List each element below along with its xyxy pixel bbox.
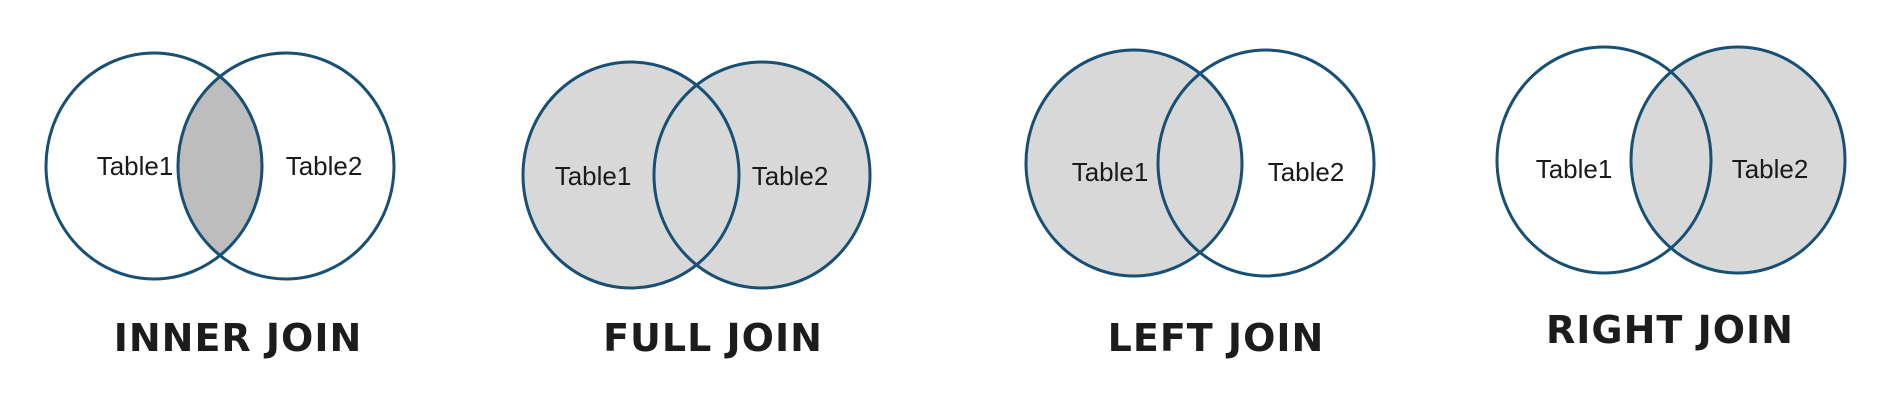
table1-circle [44, 51, 264, 281]
table2-circle [1629, 45, 1847, 275]
inner-join-diagram: Table1 Table2 INNER JOIN [44, 51, 396, 360]
join-title: INNER JOIN [114, 316, 363, 360]
table1-circle [1024, 48, 1244, 278]
table2-circle [176, 51, 396, 281]
table1-circle [521, 60, 741, 290]
join-title: FULL JOIN [603, 316, 823, 360]
table2-circle [1156, 48, 1376, 278]
table1-circle [1495, 45, 1713, 275]
join-title: RIGHT JOIN [1546, 308, 1794, 352]
table2-label: Table2 [286, 151, 363, 181]
table1-label: Table1 [1536, 154, 1613, 184]
table2-circle [652, 60, 872, 290]
table1-label: Table1 [1072, 157, 1149, 187]
right-join-diagram: Table1 Table2 RIGHT JOIN [1495, 45, 1847, 352]
table1-label: Table1 [97, 151, 174, 181]
join-title: LEFT JOIN [1108, 316, 1325, 360]
intersection-fill [1631, 47, 1711, 273]
left-join-diagram: Table1 Table2 LEFT JOIN [1024, 48, 1376, 360]
table2-fill [654, 62, 870, 288]
table2-label: Table2 [1732, 154, 1809, 184]
intersection-region [178, 53, 262, 279]
table2-label: Table2 [1268, 157, 1345, 187]
intersection-fill [1158, 50, 1242, 276]
table2-label: Table2 [752, 161, 829, 191]
table1-label: Table1 [555, 161, 632, 191]
full-join-diagram: Table1 Table2 FULL JOIN [521, 60, 872, 360]
